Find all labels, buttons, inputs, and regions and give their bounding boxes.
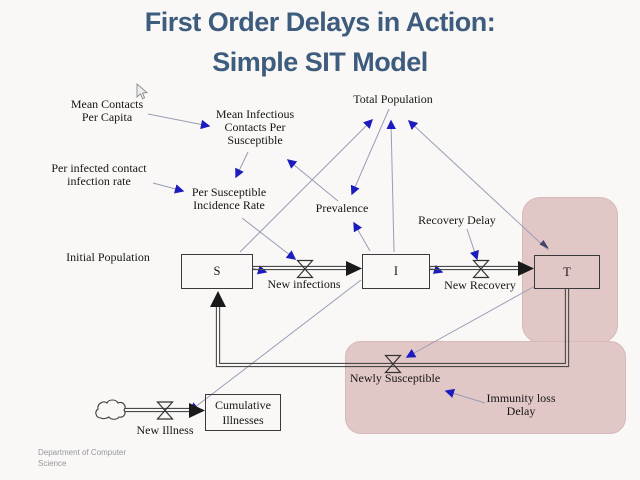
- title-line-1: First Order Delays in Action:: [144, 7, 496, 37]
- arrow-infection-rate-to-incidence-rate: [152, 182, 185, 194]
- slide-title: First Order Delays in Action: Simple SIT…: [0, 2, 640, 82]
- arrowhead-at-t: [539, 240, 549, 249]
- arrow-i-to-prevalence: [353, 221, 371, 252]
- new-illness-line-1: New Illness: [136, 423, 194, 437]
- variable-recovery-delay: Recovery Delay: [418, 214, 496, 227]
- cumulative-line-2: Illnesses: [222, 412, 264, 427]
- flow-label-new-illness: New Illness: [137, 424, 194, 437]
- footer-line-2: Science: [38, 459, 67, 468]
- arrow-s-to-total-population: [239, 118, 374, 253]
- new-infections-line-1: New infections: [267, 277, 341, 291]
- influence-arrows: [147, 108, 549, 412]
- footer-line-1: Department of Computer: [38, 448, 127, 457]
- recovery-delay-line-1: Recovery Delay: [418, 213, 496, 227]
- variable-total-population: Total Population: [353, 93, 433, 106]
- variable-per-infected-contact-infection-rate: Per infected contact infection rate: [51, 162, 146, 188]
- arrow-t-to-total-population: [407, 120, 549, 251]
- arrow-incidence-rate-to-new-infections: [241, 217, 297, 260]
- mouse-cursor-icon: [136, 83, 149, 100]
- stock-t: T: [534, 255, 600, 289]
- immunity-loss-line-1: Immunity loss: [486, 391, 556, 405]
- mean-infectious-line-1: Mean Infectious: [215, 107, 295, 121]
- stock-i: I: [362, 254, 430, 289]
- flow-arrowhead-into-s: [210, 291, 226, 307]
- mean-infectious-line-3: Susceptible: [227, 133, 283, 147]
- stock-cumulative-illnesses: Cumulative Illnesses: [205, 394, 281, 431]
- per-infected-line-2: infection rate: [67, 174, 131, 188]
- flow-label-new-recovery: New Recovery: [444, 279, 516, 292]
- valve-new-illness-icon: [156, 401, 174, 420]
- pipe-t-return-outer: [215, 288, 570, 368]
- arrow-infections-to-new-illness: [188, 279, 362, 412]
- title-line-2: Simple SIT Model: [212, 47, 428, 77]
- arrow-prevalence-to-mean-infectious: [286, 159, 339, 202]
- stock-cumulative-illnesses-label: Cumulative Illnesses: [215, 398, 271, 427]
- per-infected-line-1: Per infected contact: [51, 161, 147, 175]
- new-recovery-line-1: New Recovery: [444, 278, 516, 292]
- delay-region-immunity-loss: [345, 341, 626, 434]
- arrow-i-to-total-population: [386, 119, 396, 253]
- valve-newly-susceptible-icon: [384, 354, 402, 374]
- prevalence-line-1: Prevalence: [315, 201, 369, 215]
- mean-contacts-line-2: Per Capita: [81, 110, 133, 124]
- flow-arrowhead-into-cumulative: [189, 403, 205, 418]
- arrow-mean-infectious-to-incidence-rate: [235, 151, 249, 179]
- valve-new-recovery-icon: [472, 259, 490, 279]
- per-susceptible-line-1: Per Susceptible: [191, 185, 267, 199]
- immunity-loss-line-2: Delay: [506, 404, 536, 418]
- stock-s: S: [181, 254, 253, 289]
- initial-population-line-1: Initial Population: [66, 250, 150, 264]
- arrow-immunity-loss-delay-to-newly-susceptible: [444, 388, 486, 404]
- footer-department: Department of Computer Science: [38, 447, 126, 469]
- total-population-line-1: Total Population: [353, 92, 433, 106]
- variable-mean-contacts-per-capita: Mean Contacts Per Capita: [71, 98, 143, 124]
- flow-label-newly-susceptible: Newly Susceptible: [350, 372, 440, 385]
- stock-i-label: I: [393, 264, 399, 278]
- arrow-mean-contacts-to-mean-infectious: [147, 113, 211, 130]
- source-cloud-icon: [95, 399, 126, 420]
- valve-new-infections-icon: [296, 259, 314, 279]
- flow-arrowhead-into-t: [518, 261, 534, 276]
- newly-susceptible-line-1: Newly Susceptible: [349, 371, 441, 385]
- stock-s-label: S: [213, 264, 221, 278]
- stock-t-label: T: [563, 264, 571, 279]
- cumulative-line-1: Cumulative: [215, 398, 271, 412]
- arrow-recovery-delay-to-new-recovery: [466, 228, 479, 261]
- variable-per-susceptible-incidence-rate: Per Susceptible Incidence Rate: [192, 186, 266, 212]
- mean-contacts-line-1: Mean Contacts: [70, 97, 144, 111]
- arrow-total-population-to-prevalence: [350, 108, 390, 196]
- per-susceptible-line-2: Incidence Rate: [193, 198, 265, 212]
- variable-initial-population: Initial Population: [66, 251, 150, 264]
- arrow-t-to-newly-susceptible: [405, 285, 536, 358]
- variable-immunity-loss-delay: Immunity loss Delay: [486, 392, 555, 418]
- pipe-t-return-inner: [219, 288, 566, 364]
- variable-prevalence: Prevalence: [316, 202, 369, 215]
- flow-label-new-infections: New infections: [268, 278, 341, 291]
- variable-mean-infectious-contacts: Mean Infectious Contacts Per Susceptible: [216, 108, 294, 147]
- mean-infectious-line-2: Contacts Per: [224, 120, 286, 134]
- flow-arrowhead-into-i: [346, 261, 362, 276]
